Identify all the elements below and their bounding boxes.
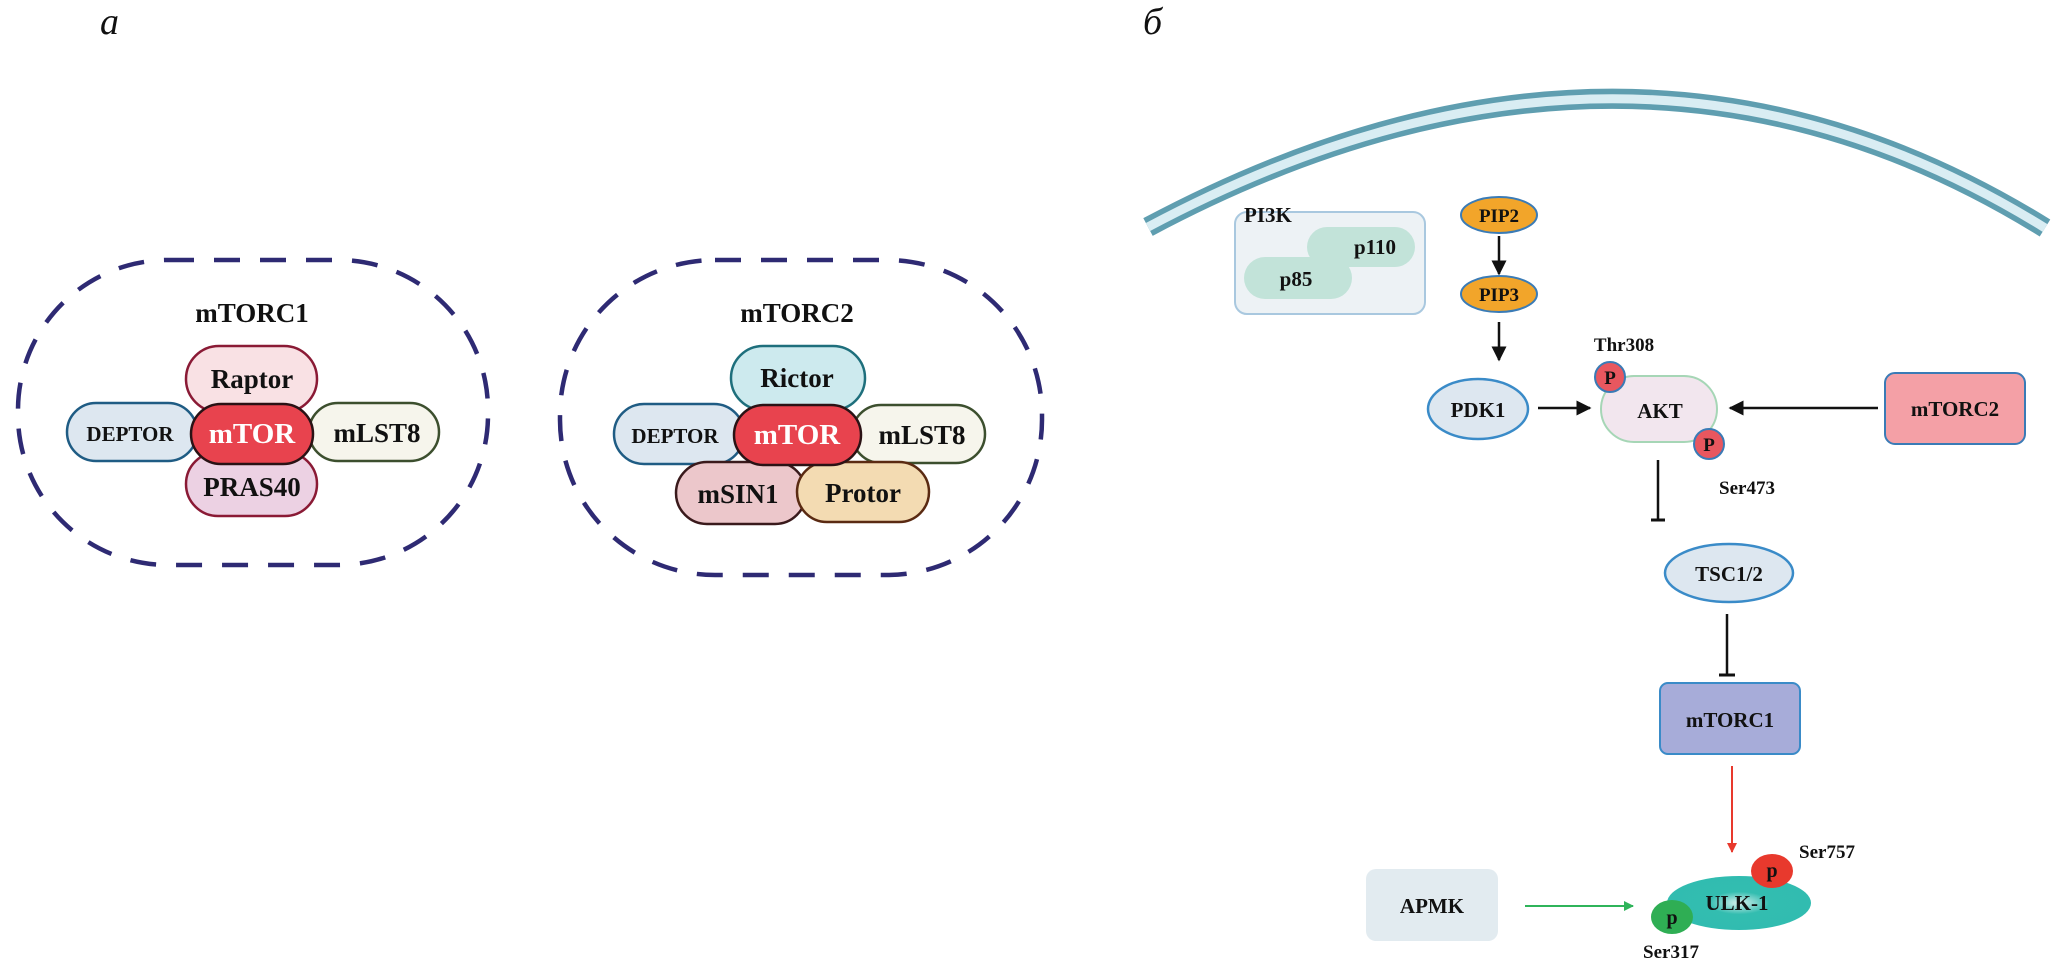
protor-pill [795, 460, 931, 524]
akt-inhibits-tsc [1651, 460, 1665, 522]
akt-ser473-phospho [1693, 428, 1725, 460]
ulk1-ser317-site: Ser317 [1643, 942, 1699, 963]
deptor2-label: DEPTOR [631, 424, 719, 448]
panel-label-a: а [100, 1, 119, 43]
akt-ser473-site: Ser473 [1719, 478, 1775, 499]
mlst8-2-label: mLST8 [878, 420, 965, 450]
panel-label-b: б [1143, 1, 1163, 43]
mlst8-label: mLST8 [333, 418, 420, 448]
ulk1-ser757-mark: p [1766, 860, 1777, 882]
ulk1-ser317-phospho [1651, 900, 1693, 934]
mtorc2-node-label: mTORC2 [1911, 397, 1999, 421]
mtor-label: mTOR [209, 418, 297, 450]
mtorc2-node [1884, 372, 2026, 445]
pip3-label: PIP3 [1479, 285, 1519, 306]
pras40-label: PRAS40 [203, 472, 301, 502]
p110-subunit [1307, 227, 1415, 267]
mtorc1-node-label: mTORC1 [1686, 708, 1774, 732]
cell-membrane [1143, 88, 2051, 237]
mtorc2-complex: mTORC2 Rictor DEPTOR mLST8 mSIN1 Protor … [557, 257, 1045, 578]
ampk-node [1366, 869, 1498, 941]
p85-label: p85 [1280, 267, 1313, 291]
rictor-label: Rictor [760, 363, 833, 393]
pdk1-label: PDK1 [1451, 398, 1506, 422]
pip2-label: PIP2 [1479, 206, 1519, 227]
pi3k-label: PI3K [1244, 203, 1293, 227]
mtor2-pill [732, 403, 863, 467]
akt-ser473-mark: P [1703, 435, 1715, 456]
pi3k-complex: PI3K p110 p85 [1234, 203, 1426, 315]
ampk-label: APMK [1400, 894, 1465, 918]
protor-label: Protor [825, 478, 901, 508]
akt-thr308-site: Thr308 [1594, 335, 1654, 356]
tsc-node [1663, 542, 1795, 604]
ulk1-node [1667, 876, 1811, 930]
akt-thr308-phospho [1594, 361, 1626, 393]
akt-thr308-mark: P [1604, 368, 1616, 389]
mtor-pill [189, 402, 315, 466]
ulk1-ser757-site: Ser757 [1799, 842, 1855, 863]
pip3-node [1460, 275, 1538, 313]
mtorc2-title: mTORC2 [740, 298, 854, 328]
tsc-inhibits-mtorc1 [1719, 614, 1735, 677]
mtorc2-dashed-border [557, 257, 1045, 578]
pdk1-node [1426, 377, 1530, 441]
p85-subunit [1244, 257, 1352, 299]
ulk1-ser317-mark: p [1666, 907, 1677, 929]
raptor-label: Raptor [211, 364, 294, 394]
tsc-label: TSC1/2 [1695, 562, 1763, 586]
deptor-label: DEPTOR [86, 422, 174, 446]
akt-node [1600, 375, 1718, 443]
ulk1-label: ULK-1 [1706, 891, 1769, 915]
p110-label: p110 [1354, 235, 1396, 259]
mtor2-label: mTOR [754, 419, 842, 451]
ulk1-ser757-phospho [1751, 854, 1793, 888]
mtorc1-complex: mTORC1 Raptor PRAS40 DEPTOR mLST8 mTOR [15, 257, 491, 568]
mtorc1-node [1659, 682, 1801, 755]
msin1-label: mSIN1 [697, 479, 778, 509]
pip2-node [1460, 196, 1538, 234]
mtorc1-title: mTORC1 [195, 298, 309, 328]
akt-label: AKT [1637, 399, 1683, 423]
